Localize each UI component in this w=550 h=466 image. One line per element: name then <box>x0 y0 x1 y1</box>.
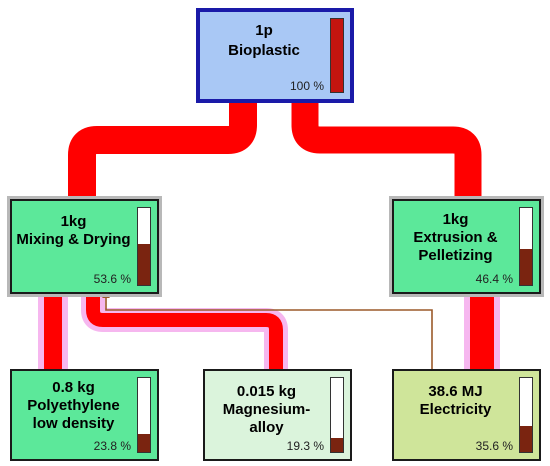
node-amount: 0.015 kg <box>236 383 297 400</box>
node-label: Polyethylene low density <box>27 397 120 432</box>
share-gauge <box>519 207 533 286</box>
flow-thin-arrowhead <box>102 293 110 298</box>
node-label: Extrusion & Pelletizing <box>413 229 498 264</box>
node-mixing-drying[interactable]: 1kg Mixing & Drying 53.6 % <box>7 196 162 297</box>
node-label: Magnesium-alloy <box>222 401 311 436</box>
node-label: Bioplastic <box>228 42 300 59</box>
node-polyethylene[interactable]: 0.8 kg Polyethylene low density 23.8 % <box>10 369 159 461</box>
node-percent: 53.6 % <box>93 272 131 286</box>
node-label: Electricity <box>419 401 492 418</box>
flow-mg-glow <box>81 294 288 369</box>
flow-elec-to-extrusion <box>470 294 494 369</box>
node-percent: 19.3 % <box>286 439 324 453</box>
flow-mixing-to-bioplastic <box>68 103 257 199</box>
node-percent: 46.4 % <box>475 272 513 286</box>
node-label: Mixing & Drying <box>16 231 131 248</box>
node-amount: 0.8 kg <box>52 379 95 396</box>
flow-pe-to-mixing <box>44 294 62 369</box>
share-gauge-fill <box>520 425 532 452</box>
flow-mg-to-mixing <box>86 294 283 369</box>
share-gauge <box>137 377 151 453</box>
node-amount: 38.6 MJ <box>428 383 483 400</box>
node-percent: 100 % <box>289 79 324 93</box>
node-amount: 1p <box>255 22 273 39</box>
flow-elec-to-mixing <box>105 294 433 369</box>
share-gauge <box>330 377 344 453</box>
node-percent: 23.8 % <box>93 439 131 453</box>
share-gauge-fill <box>520 249 532 285</box>
share-gauge-fill <box>138 243 150 285</box>
share-gauge-fill <box>331 19 343 92</box>
share-gauge <box>137 207 151 286</box>
node-electricity[interactable]: 38.6 MJ Electricity 35.6 % <box>392 369 541 461</box>
share-gauge-fill <box>331 437 343 452</box>
share-gauge <box>519 377 533 453</box>
node-amount: 1kg <box>60 213 87 230</box>
node-bioplastic[interactable]: 1p Bioplastic 100 % <box>196 8 354 103</box>
share-gauge-fill <box>138 434 150 452</box>
flow-extrusion-to-bioplastic <box>291 103 482 199</box>
node-magnesium-alloy[interactable]: 0.015 kg Magnesium-alloy 19.3 % <box>203 369 352 461</box>
node-extrusion-pelletizing[interactable]: 1kg Extrusion & Pelletizing 46.4 % <box>389 196 544 297</box>
node-percent: 35.6 % <box>475 439 513 453</box>
share-gauge <box>330 18 344 93</box>
node-amount: 1kg <box>442 211 469 228</box>
